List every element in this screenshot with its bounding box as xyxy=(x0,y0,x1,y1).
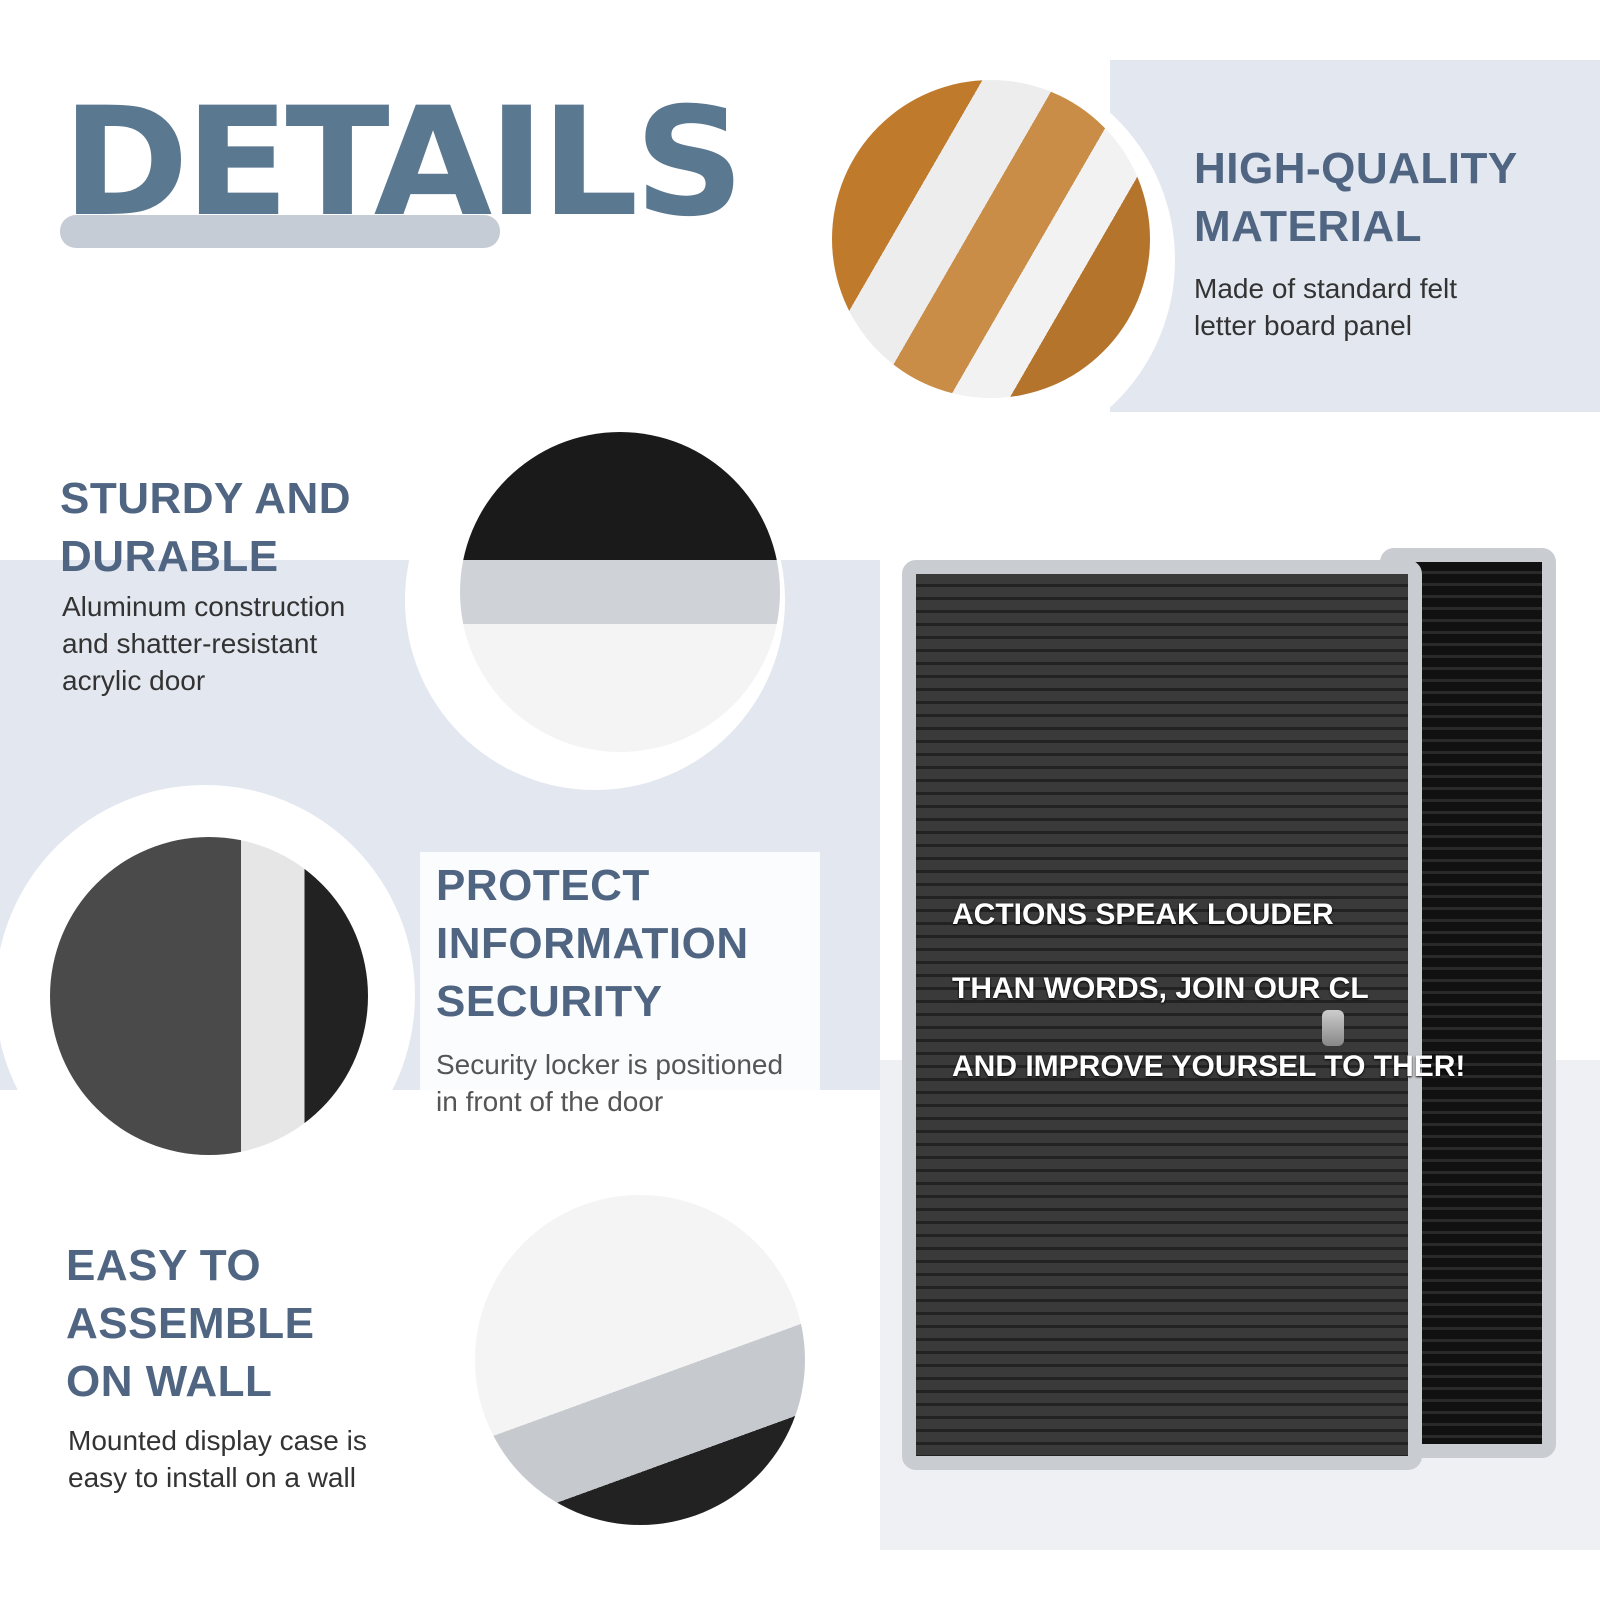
title-underline xyxy=(60,215,500,248)
wall-mount-photo xyxy=(475,1195,805,1525)
aluminum-corner-photo xyxy=(460,432,780,752)
lock-and-keys-photo xyxy=(50,837,368,1155)
material-layers-photo xyxy=(832,80,1150,398)
board-line-1: ACTIONS SPEAK LOUDER xyxy=(952,898,1334,931)
board-line-2: THAN WORDS, JOIN OUR CL xyxy=(952,972,1369,1005)
background-band-top xyxy=(1110,60,1600,412)
board-line-3: AND IMPROVE YOURSEL TO THER! xyxy=(952,1050,1466,1083)
letter-board-display-case xyxy=(902,560,1422,1470)
page-title: DETAILS xyxy=(62,76,745,250)
lock-icon xyxy=(1322,1010,1344,1046)
text-card xyxy=(420,852,820,1132)
